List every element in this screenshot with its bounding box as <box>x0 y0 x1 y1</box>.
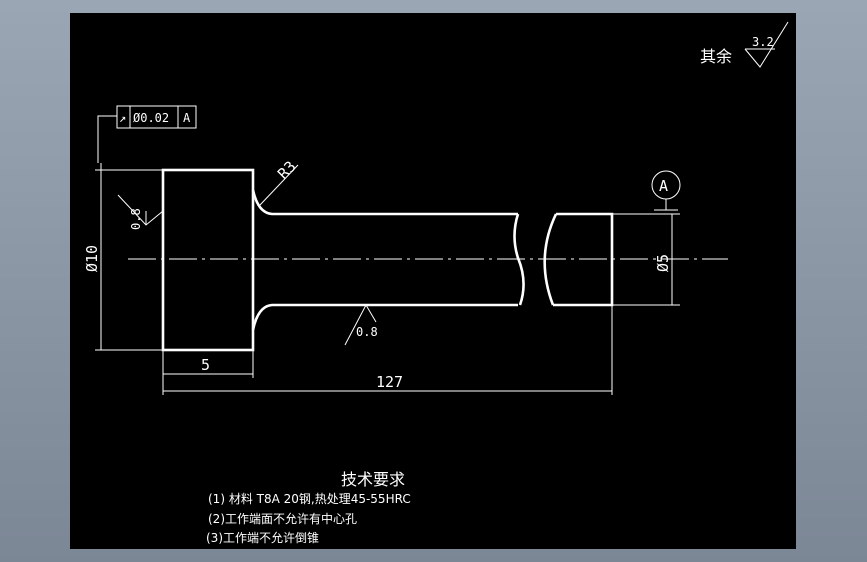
head-length-label: 5 <box>201 356 210 374</box>
datum-label: A <box>659 177 668 195</box>
shaft-bottom-edge <box>251 303 518 331</box>
shaft-diameter-label: Ø5 <box>654 254 672 272</box>
roughness-other-label: 其余 <box>700 47 732 66</box>
head-outline <box>161 168 255 352</box>
tolerance-datum: A <box>183 111 191 125</box>
roughness-shaft-value: 0.8 <box>356 325 378 339</box>
break-line-left <box>513 213 525 306</box>
tolerance-frame <box>116 105 197 129</box>
tolerance-value: Ø0.02 <box>133 111 169 125</box>
tolerance-leader <box>97 115 117 163</box>
requirement-item: (3)工作端不允许倒锥 <box>206 531 319 545</box>
radius-leader <box>259 164 299 206</box>
roughness-other-value: 3.2 <box>752 35 774 49</box>
runout-symbol: ↗ <box>119 111 126 125</box>
total-length-label: 127 <box>376 373 403 391</box>
roughness-head-value: 0.8 <box>129 208 143 230</box>
requirement-item: (1) 材料 T8A 20钢,热处理45-55HRC <box>208 492 411 506</box>
head-diameter-label: Ø10 <box>83 245 101 272</box>
drawing-sheet <box>70 13 796 549</box>
roughness-symbol-other <box>744 21 789 68</box>
shaft-top-edge <box>251 189 518 216</box>
requirements-title: 技术要求 <box>341 470 406 489</box>
roughness-symbol-shaft <box>344 303 377 346</box>
radius-label: R3 <box>274 157 300 183</box>
requirement-item: (2)工作端面不允许有中心孔 <box>208 512 357 526</box>
